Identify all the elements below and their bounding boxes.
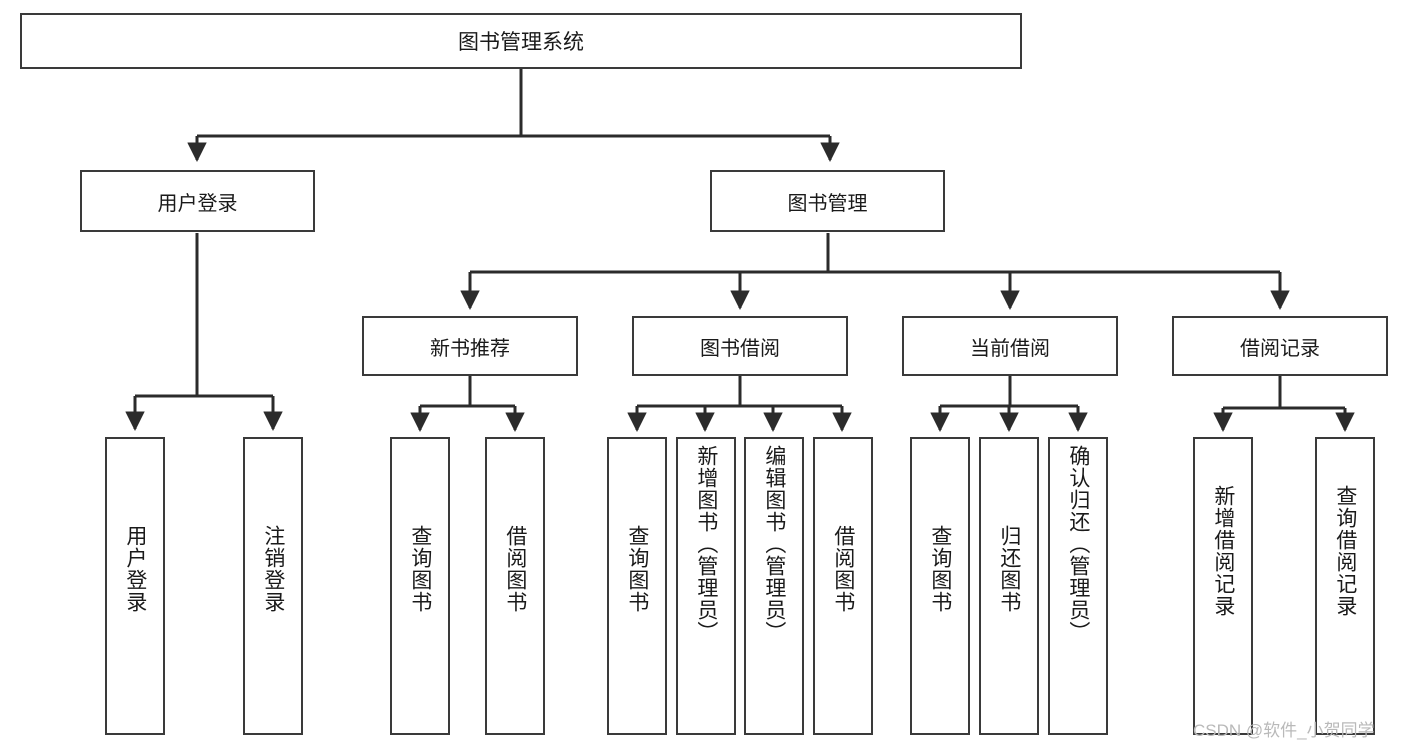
node-leaf-query-book-3-label: 查询图书	[928, 525, 952, 613]
node-leaf-add-book[interactable]: 新增图书（管理员）	[676, 437, 736, 735]
node-new-book-rec[interactable]: 新书推荐	[362, 316, 578, 376]
node-leaf-edit-book-label: 编辑图书（管理员）	[762, 445, 786, 643]
csdn-watermark: CSDN @软件_小贺同学	[1193, 721, 1375, 740]
node-leaf-query-book-2[interactable]: 查询图书	[607, 437, 667, 735]
node-leaf-return-book[interactable]: 归还图书	[979, 437, 1039, 735]
node-book-manage-label: 图书管理	[787, 192, 868, 215]
node-current-borrow[interactable]: 当前借阅	[902, 316, 1118, 376]
node-leaf-return-book-label: 归还图书	[997, 525, 1021, 613]
node-new-book-rec-label: 新书推荐	[430, 337, 510, 360]
node-borrow-record-label: 借阅记录	[1240, 337, 1320, 360]
node-leaf-borrow-book-1[interactable]: 借阅图书	[485, 437, 545, 735]
node-leaf-edit-book[interactable]: 编辑图书（管理员）	[744, 437, 804, 735]
node-leaf-add-record-label: 新增借阅记录	[1211, 485, 1235, 617]
node-root-label: 图书管理系统	[458, 31, 584, 54]
node-root[interactable]: 图书管理系统	[20, 13, 1022, 69]
node-leaf-add-book-label: 新增图书（管理员）	[694, 445, 718, 643]
node-leaf-borrow-book-2-label: 借阅图书	[831, 525, 855, 613]
node-leaf-query-book-1-label: 查询图书	[408, 525, 432, 613]
node-user-login-label: 用户登录	[157, 192, 238, 215]
node-leaf-confirm-return[interactable]: 确认归还（管理员）	[1048, 437, 1108, 735]
node-leaf-query-book-2-label: 查询图书	[625, 525, 649, 613]
node-leaf-logout[interactable]: 注销登录	[243, 437, 303, 735]
node-leaf-query-record-label: 查询借阅记录	[1333, 485, 1357, 617]
node-leaf-borrow-book-2[interactable]: 借阅图书	[813, 437, 873, 735]
node-leaf-query-book-1[interactable]: 查询图书	[390, 437, 450, 735]
node-book-borrow-label: 图书借阅	[700, 337, 780, 360]
node-book-borrow[interactable]: 图书借阅	[632, 316, 848, 376]
node-leaf-borrow-book-1-label: 借阅图书	[503, 525, 527, 613]
node-user-login[interactable]: 用户登录	[80, 170, 315, 232]
node-leaf-query-book-3[interactable]: 查询图书	[910, 437, 970, 735]
node-leaf-confirm-return-label: 确认归还（管理员）	[1066, 445, 1090, 643]
node-leaf-logout-label: 注销登录	[261, 525, 285, 613]
node-book-manage[interactable]: 图书管理	[710, 170, 945, 232]
node-leaf-user-login[interactable]: 用户登录	[105, 437, 165, 735]
node-current-borrow-label: 当前借阅	[970, 337, 1050, 360]
node-leaf-user-login-label: 用户登录	[123, 525, 147, 613]
node-leaf-query-record[interactable]: 查询借阅记录	[1315, 437, 1375, 735]
node-borrow-record[interactable]: 借阅记录	[1172, 316, 1388, 376]
node-leaf-add-record[interactable]: 新增借阅记录	[1193, 437, 1253, 735]
